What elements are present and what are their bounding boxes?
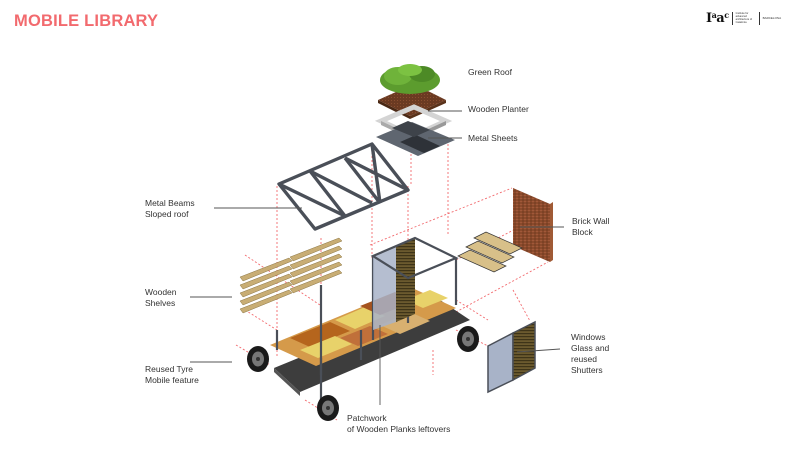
label-metal-beams: Metal Beams Sloped roof	[145, 198, 195, 220]
label-line: Sloped roof	[145, 209, 189, 219]
label-reused-tyre: Reused Tyre Mobile feature	[145, 364, 199, 386]
wooden-shelves-component	[239, 237, 343, 314]
page-title: MOBILE LIBRARY	[14, 12, 159, 30]
wheel	[457, 326, 479, 352]
label-line: Mobile feature	[145, 375, 199, 385]
label-metal-sheets: Metal Sheets	[468, 133, 518, 144]
label-line: Wooden Planter	[468, 104, 529, 114]
label-line: Green Roof	[468, 67, 512, 77]
label-brick-wall: Brick Wall Block	[572, 216, 609, 238]
soil-layer	[378, 84, 446, 116]
label-line: Reused Tyre	[145, 364, 194, 374]
metal-beams-roof	[277, 142, 410, 231]
label-line: Brick Wall	[572, 216, 610, 226]
label-line: Metal Beams	[145, 198, 195, 208]
label-line: reused	[571, 354, 597, 364]
trailer-base	[270, 287, 470, 396]
green-roof-component	[378, 64, 446, 119]
label-wooden-shelves: Wooden Shelves	[145, 287, 177, 309]
label-wooden-planter: Wooden Planter	[468, 104, 529, 115]
label-windows: Windows Glass and reused Shutters	[571, 332, 609, 376]
logo-subtitle: Institute for advanced architecture of C…	[735, 12, 753, 24]
windows-component	[487, 320, 536, 394]
brick-wall-component	[513, 188, 553, 262]
label-line: Patchwork	[347, 413, 387, 423]
label-green-roof: Green Roof	[468, 67, 512, 78]
cabin-frame	[370, 236, 459, 330]
logo-divider	[758, 11, 760, 25]
label-line: Block	[572, 227, 593, 237]
label-line: Glass and	[571, 343, 610, 353]
leader-lines	[190, 110, 564, 405]
label-line: of Wooden Planks leftovers	[347, 424, 451, 434]
wheel	[317, 395, 339, 421]
label-line: Shutters	[571, 365, 603, 375]
wheel	[247, 346, 269, 372]
logo-city: BARCELONA	[762, 16, 782, 20]
label-line: Shelves	[145, 298, 176, 308]
label-patchwork: Patchwork of Wooden Planks leftovers	[347, 413, 450, 435]
label-line: Wooden	[145, 287, 177, 297]
logo-divider	[731, 11, 733, 25]
label-line: Metal Sheets	[468, 133, 518, 143]
bench-steps	[457, 231, 523, 273]
logo-mark: Iaac	[706, 10, 729, 26]
iaac-logo: Iaac Institute for advanced architecture…	[706, 10, 781, 26]
metal-sheets-component	[376, 121, 455, 156]
label-line: Windows	[571, 332, 606, 342]
